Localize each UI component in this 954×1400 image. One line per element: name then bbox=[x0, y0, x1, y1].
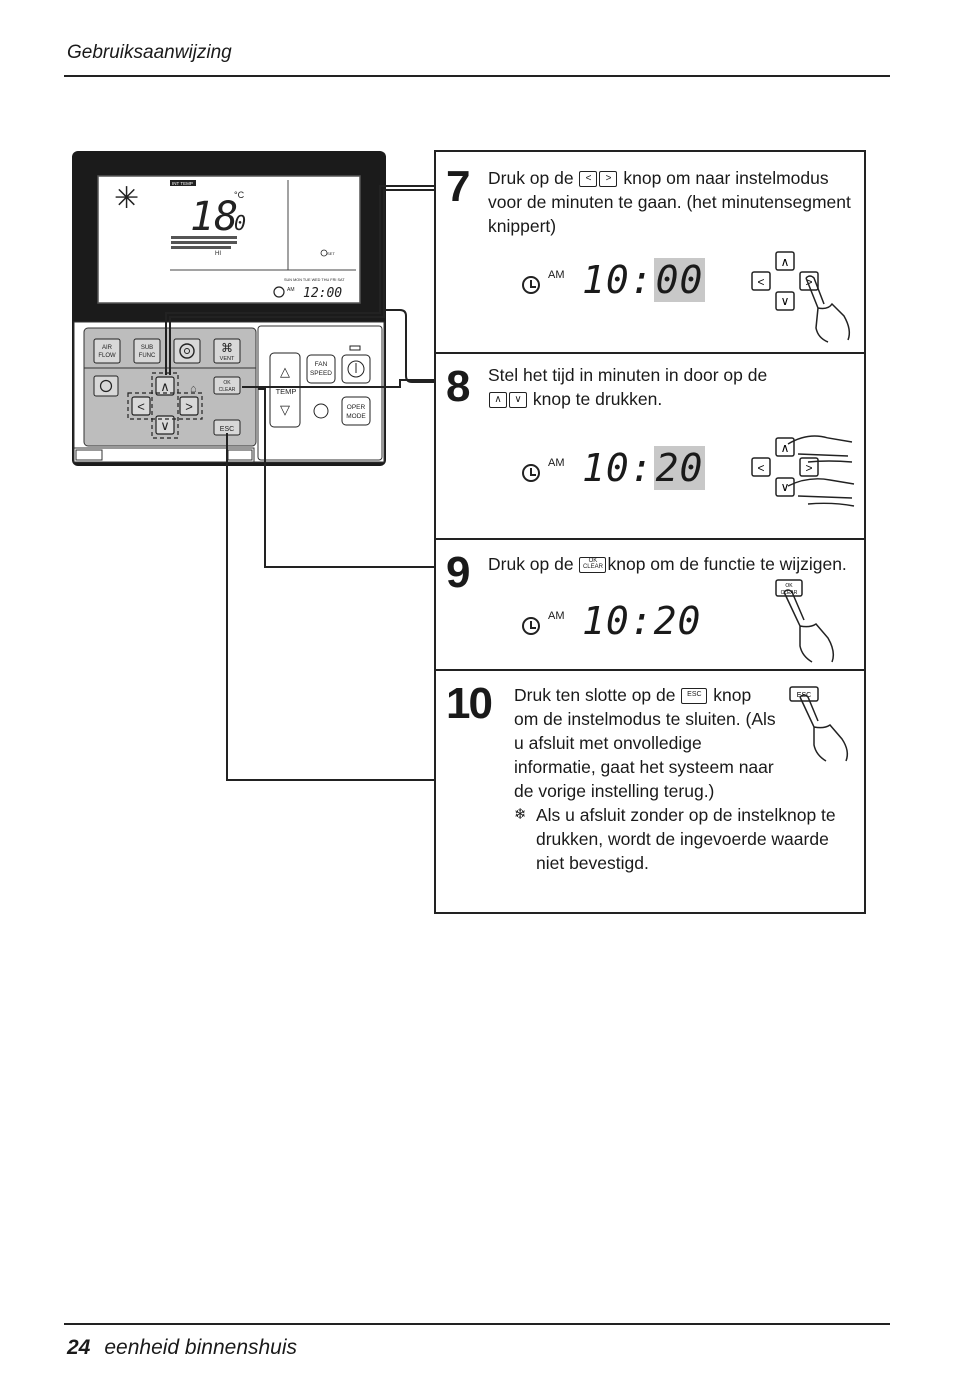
left-button-icon: < bbox=[579, 171, 598, 188]
clock-icon bbox=[522, 276, 540, 294]
svg-text:FAN: FAN bbox=[315, 361, 328, 368]
step-number: 9 bbox=[446, 548, 471, 597]
step-text: Druk ten slotte op de ESC knop om de ins… bbox=[514, 683, 854, 875]
svg-text:∨: ∨ bbox=[781, 480, 790, 494]
step-number: 7 bbox=[446, 162, 471, 211]
step-7: 7 Druk op de <> knop om naar instelmodus… bbox=[436, 152, 864, 354]
lcd-clock-time: 12:00 bbox=[303, 286, 342, 301]
footer-text: eenheid binnenshuis bbox=[104, 1336, 298, 1359]
hand-pressing-esc-icon: ESC bbox=[789, 686, 849, 762]
power-icon bbox=[347, 360, 365, 378]
svg-text:AIR: AIR bbox=[102, 345, 113, 351]
hand-pressing-up-down-icon: ∧ < > ∨ bbox=[751, 435, 855, 507]
svg-text:VENT: VENT bbox=[220, 356, 235, 362]
svg-text:TEMP: TEMP bbox=[276, 387, 297, 396]
page-header-title: Gebruiksaanwijzing bbox=[67, 42, 232, 63]
esc-button-icon: ESC bbox=[681, 688, 708, 705]
remote-controller-illustration: ✳ INT TEMP 18 0 °C HI SET SUN MON TUE WE… bbox=[72, 151, 386, 466]
up-button-icon: ∧ bbox=[489, 392, 507, 409]
lcd-unit: °C bbox=[234, 190, 245, 200]
time-display: 10:00 bbox=[582, 258, 706, 302]
time-display: 10:20 bbox=[582, 599, 702, 643]
left-arrow-icon: < bbox=[137, 399, 145, 414]
svg-text:∧: ∧ bbox=[781, 255, 790, 269]
clock-icon bbox=[99, 379, 113, 393]
svg-text:MODE: MODE bbox=[346, 413, 366, 420]
minutes-segment: 20 bbox=[653, 446, 706, 490]
step-10: 10 Druk ten slotte op de ESC knop om de … bbox=[436, 669, 864, 914]
lcd-screen bbox=[97, 175, 361, 304]
page-number: 24 bbox=[67, 1336, 91, 1359]
home-icon: ⌂ bbox=[190, 383, 197, 395]
minutes-segment: 00 bbox=[653, 258, 706, 302]
svg-text:▽: ▽ bbox=[280, 402, 290, 417]
vent-button bbox=[213, 338, 241, 364]
lcd-fan: HI bbox=[215, 251, 221, 257]
lcd-set: SET bbox=[327, 251, 335, 256]
up-arrow-icon: ∧ bbox=[160, 379, 170, 394]
svg-text:<: < bbox=[757, 275, 764, 289]
svg-text:∨: ∨ bbox=[781, 294, 790, 308]
note: Als u afsluit zonder op de instelknop te… bbox=[514, 803, 854, 875]
step-text: Stel het tijd in minuten in door op de ∧… bbox=[488, 365, 768, 409]
sub-func-button bbox=[133, 338, 161, 364]
right-button-icon: > bbox=[599, 171, 618, 188]
step-text: Druk op de <> knop om naar instelmodus v… bbox=[488, 168, 851, 236]
time-display: 10:20 bbox=[582, 446, 706, 490]
clock-icon bbox=[522, 617, 540, 635]
svg-text:CLEAR: CLEAR bbox=[781, 590, 798, 596]
am-label: AM bbox=[548, 457, 565, 469]
air-flow-button bbox=[93, 338, 121, 364]
lcd-days: SUN MON TUE WED THU FRI SAT bbox=[284, 278, 345, 282]
page-footer: 24 eenheid binnenshuis bbox=[67, 1336, 297, 1360]
clock-icon bbox=[522, 464, 540, 482]
svg-text:∧: ∧ bbox=[781, 441, 790, 455]
settings-button bbox=[173, 338, 201, 364]
lcd-temp: 18 bbox=[190, 194, 238, 240]
svg-text:SUB: SUB bbox=[141, 345, 153, 351]
svg-text:FUNC: FUNC bbox=[139, 353, 156, 359]
am-label: AM bbox=[548, 610, 565, 622]
svg-text:△: △ bbox=[280, 364, 290, 379]
snowflake-icon: ✳ bbox=[114, 181, 139, 216]
right-arrow-icon: > bbox=[185, 399, 193, 414]
vent-icon: ⌘ bbox=[221, 341, 233, 355]
lcd-label: INT TEMP bbox=[172, 181, 193, 186]
steps-panel: 7 Druk op de <> knop om naar instelmodus… bbox=[434, 150, 866, 914]
svg-text:<: < bbox=[757, 461, 764, 475]
down-button-icon: ∨ bbox=[509, 392, 527, 409]
header-rule bbox=[64, 75, 890, 77]
footer-rule bbox=[64, 1323, 890, 1325]
svg-text:FLOW: FLOW bbox=[98, 353, 116, 359]
down-arrow-icon: ∨ bbox=[160, 418, 170, 433]
svg-text:OPER: OPER bbox=[347, 404, 366, 411]
svg-text:CLEAR: CLEAR bbox=[219, 387, 236, 393]
step-number: 8 bbox=[446, 362, 471, 411]
svg-text:OK: OK bbox=[223, 380, 231, 386]
svg-text:ESC: ESC bbox=[220, 426, 234, 433]
svg-text:>: > bbox=[805, 461, 812, 475]
step-number: 10 bbox=[446, 679, 493, 728]
gear-icon bbox=[179, 343, 195, 359]
lcd-clock-am: AM bbox=[287, 287, 295, 293]
svg-text:OK: OK bbox=[785, 583, 793, 589]
lcd-temp-decimal: 0 bbox=[234, 211, 246, 235]
svg-text:SPEED: SPEED bbox=[310, 370, 332, 377]
step-8: 8 Stel het tijd in minuten in door op de… bbox=[436, 352, 864, 540]
am-label: AM bbox=[548, 269, 565, 281]
hand-pressing-right-icon: ∧ < > ∨ bbox=[751, 251, 851, 343]
svg-text:>: > bbox=[805, 275, 812, 289]
